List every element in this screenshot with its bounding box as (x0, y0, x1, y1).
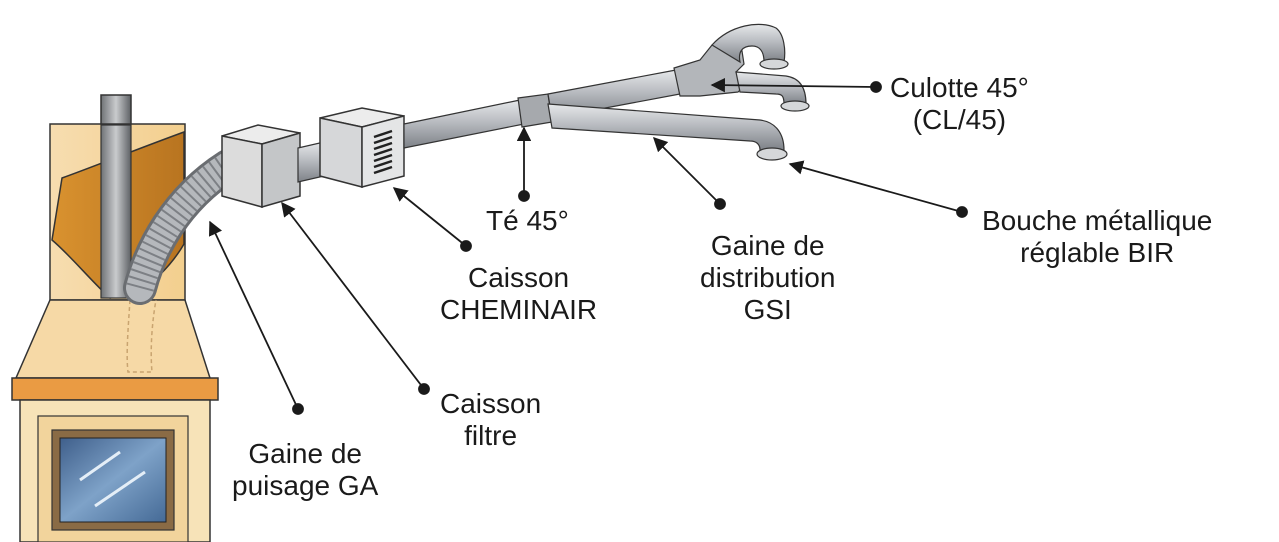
label-bouche: Bouche métallique réglable BIR (982, 205, 1212, 269)
label-culotte: Culotte 45° (CL/45) (890, 72, 1029, 136)
label-filtre: Caisson filtre (440, 388, 541, 452)
upper-outlet (759, 58, 789, 70)
label-bouche-line2: réglable BIR (1020, 237, 1175, 268)
label-puisage: Gaine de puisage GA (232, 438, 378, 502)
callout-puisage (209, 220, 299, 410)
label-culotte-line2: (CL/45) (912, 104, 1007, 135)
label-gaine-distribution-line1: Gaine de (710, 230, 825, 261)
glass-reflection (79, 450, 146, 508)
label-cheminair: Caisson CHEMINAIR (440, 262, 597, 326)
callout-cheminair (392, 187, 467, 247)
flue-pipe-top (100, 94, 132, 126)
hidden-duct (126, 299, 157, 373)
bouche-outlet (756, 147, 788, 161)
callout-culotte (710, 77, 877, 93)
cheminair-grille (373, 129, 393, 175)
label-filtre-line2: filtre (464, 420, 518, 451)
flue-pipe (100, 124, 132, 299)
label-gaine-distribution-line3: GSI (743, 294, 792, 325)
label-gaine-distribution: Gaine de distribution GSI (700, 230, 835, 326)
fireplace (11, 94, 219, 542)
label-cheminair-line2: CHEMINAIR (440, 294, 598, 325)
callout-filtre (281, 201, 425, 390)
te-fitting (517, 93, 553, 128)
label-te: Té 45° (486, 205, 569, 237)
distribution-ducts (403, 23, 810, 161)
callout-gaine-distribution (652, 136, 721, 205)
label-culotte-line1: Culotte 45° (890, 72, 1029, 103)
filter-box (221, 124, 301, 208)
callout-bouche (788, 160, 963, 213)
mantel (11, 377, 219, 401)
cheminair-box (319, 107, 405, 188)
label-cheminair-line1: Caisson (467, 262, 570, 293)
callouts (209, 77, 968, 415)
label-puisage-line1: Gaine de (248, 438, 362, 469)
label-bouche-line1: Bouche métallique (982, 205, 1213, 236)
lower-outlet (780, 100, 810, 112)
label-filtre-line1: Caisson (440, 388, 542, 419)
intake-duct (123, 149, 245, 305)
label-puisage-line2: puisage GA (232, 470, 379, 501)
label-gaine-distribution-line2: distribution (700, 262, 836, 293)
hood-skirt (14, 299, 212, 379)
label-te-line1: Té 45° (486, 205, 569, 236)
insert-glass (59, 437, 167, 523)
